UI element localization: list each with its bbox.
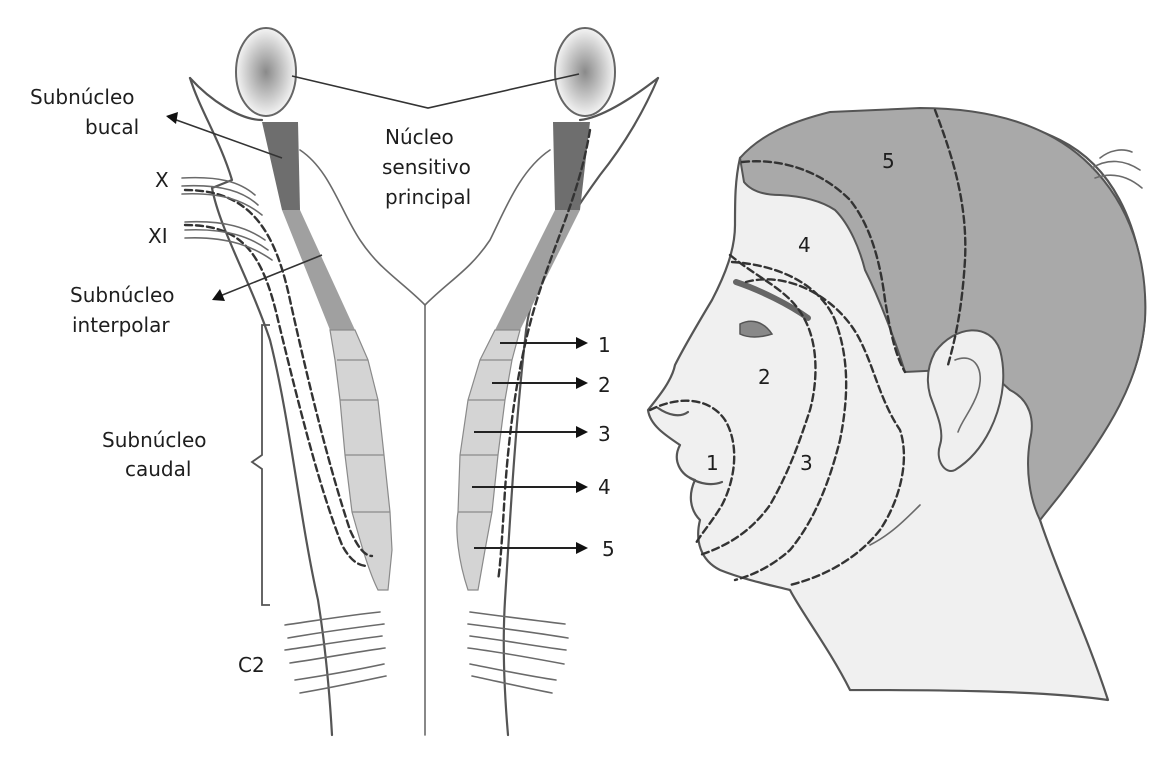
label-caudal-2: caudal xyxy=(125,457,191,481)
principal-pointer xyxy=(292,74,579,108)
segment-number-5: 5 xyxy=(602,537,615,561)
bucal-arrowhead xyxy=(166,112,178,124)
label-caudal-1: Subnúcleo xyxy=(102,428,207,452)
subnucleus-interpolar-right xyxy=(495,210,580,330)
face-zone-3: 3 xyxy=(800,451,813,475)
label-subnucleo-bucal-1: Subnúcleo xyxy=(30,85,135,109)
face-zone-1: 1 xyxy=(706,451,719,475)
caudal-brace xyxy=(252,325,270,605)
label-c2: C2 xyxy=(238,653,265,677)
interpolar-pointer xyxy=(215,255,322,298)
segment-number-4: 4 xyxy=(598,475,611,499)
segment-number-1: 1 xyxy=(598,333,611,357)
nerve-xi-rootlets xyxy=(185,222,272,260)
label-subnucleo-bucal-2: bucal xyxy=(85,115,139,139)
segment-number-3: 3 xyxy=(598,422,611,446)
c2-rootlets-right xyxy=(468,612,568,693)
head-profile-illustration: 5 4 2 3 1 xyxy=(648,108,1145,700)
label-nucleo-1: Núcleo xyxy=(385,125,454,149)
label-nerve-xi: XI xyxy=(148,224,168,248)
face-zone-2: 2 xyxy=(758,365,771,389)
brainstem-illustration: Subnúcleo bucal Núcleo sensitivo princip… xyxy=(30,28,658,735)
segment-number-2: 2 xyxy=(598,373,611,397)
subnucleus-caudal-right xyxy=(457,330,520,590)
label-nerve-x: X xyxy=(155,168,169,192)
c2-rootlets-left xyxy=(285,612,386,693)
face-zone-5: 5 xyxy=(882,149,895,173)
label-nucleo-2: sensitivo xyxy=(382,155,471,179)
label-interpolar-2: interpolar xyxy=(72,313,170,337)
label-interpolar-1: Subnúcleo xyxy=(70,283,175,307)
face-zone-4: 4 xyxy=(798,233,811,257)
principal-nucleus-right xyxy=(555,28,615,116)
brainstem-outline-left xyxy=(190,78,332,735)
label-nucleo-3: principal xyxy=(385,185,471,209)
principal-nucleus-left xyxy=(236,28,296,116)
subnucleus-oral-left xyxy=(262,122,300,210)
